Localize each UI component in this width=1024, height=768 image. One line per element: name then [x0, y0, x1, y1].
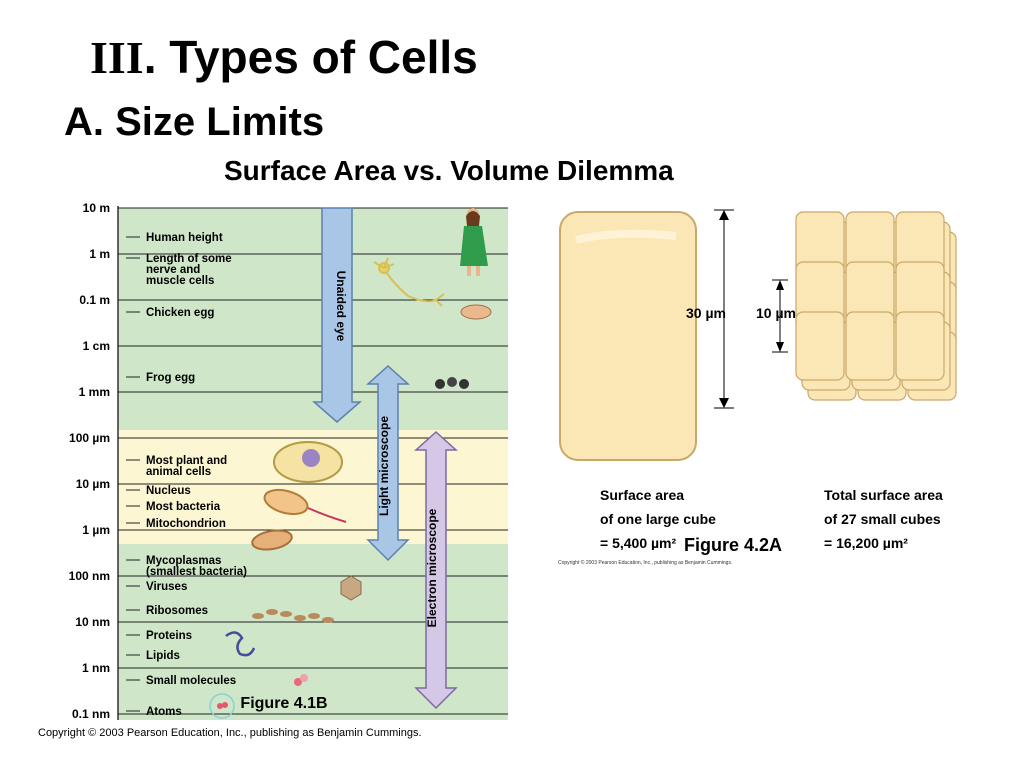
item-label: Atoms	[146, 706, 182, 718]
scale-label: 100 µm	[69, 431, 110, 445]
item-label: Chicken egg	[146, 307, 214, 319]
atom-illustration	[209, 693, 235, 719]
human-illustration	[460, 208, 488, 276]
light-microscope-arrow: Light microscope	[366, 364, 410, 562]
small-cubes-stack	[795, 211, 957, 401]
protein-illustration	[225, 631, 256, 657]
unaided-eye-arrow: Unaided eye	[311, 207, 363, 423]
item-label: muscle cells	[146, 275, 214, 287]
left-caption-line-2: of one large cube	[600, 511, 716, 527]
cube-comparison-figure: 30 µm 10 µm Surface area of one large cu…	[559, 209, 957, 550]
subheading: Surface Area vs. Volume Dilemma	[224, 155, 674, 186]
item-label: Ribosomes	[146, 605, 208, 617]
small-cube-dimension: 10 µm	[756, 305, 796, 321]
scale-label: 10 µm	[76, 477, 110, 491]
item-label: animal cells	[146, 466, 211, 478]
nucleus-illustration	[302, 449, 320, 467]
small-molecule-illustration	[294, 674, 308, 686]
nerve-cell-illustration	[373, 257, 445, 307]
scale-label: 1 m	[89, 247, 110, 261]
mitochondrion-illustration	[251, 529, 293, 551]
item-label: Mitochondrion	[146, 518, 226, 530]
unaided-eye-label: Unaided eye	[334, 271, 348, 342]
right-caption-line-1: Total surface area	[824, 487, 943, 503]
figure-4-1-label: Figure 4.1B	[240, 695, 327, 712]
item-label: Small molecules	[146, 675, 236, 687]
small-cube	[895, 311, 945, 381]
item-label: nerve and	[146, 264, 200, 276]
macro-band	[118, 208, 508, 430]
copyright-notice: Copyright © 2003 Pearson Education, Inc.…	[38, 727, 422, 739]
title-roman-numeral: III	[90, 32, 144, 83]
title-text: . Types of Cells	[143, 31, 478, 83]
scale-labels: 10 m 1 m 0.1 m 1 cm 1 mm 100 µm 10 µm 1 µm 100 n…	[69, 201, 110, 721]
virus-illustration	[340, 575, 362, 601]
section-heading: A. Size Limits	[64, 100, 325, 144]
scale-label: 1 µm	[82, 523, 110, 537]
scale-label: 100 nm	[69, 569, 110, 583]
scale-label: 0.1 nm	[72, 707, 110, 721]
electron-microscope-label: Electron microscope	[425, 508, 439, 627]
item-label: Length of some	[146, 253, 232, 265]
item-label: Frog egg	[146, 372, 195, 384]
right-caption-line-3: = 16,200 µm²	[824, 535, 908, 550]
item-label: Most bacteria	[146, 501, 221, 513]
frog-egg-illustration	[435, 377, 469, 389]
item-label: Human height	[146, 232, 223, 244]
figure-4-2-copyright: Copyright © 2003 Pearson Education, Inc.…	[558, 560, 733, 566]
item-label: Nucleus	[146, 485, 191, 497]
left-caption-line-3: = 5,400 µm²	[600, 535, 677, 550]
scale-label: 10 nm	[75, 615, 110, 629]
bacterium-illustration	[263, 488, 309, 516]
left-caption-line-1: Surface area	[600, 487, 684, 503]
ribosome-illustration	[252, 609, 334, 623]
item-label: Lipids	[146, 650, 180, 662]
right-caption-line-2: of 27 small cubes	[824, 511, 941, 527]
light-microscope-label: Light microscope	[377, 416, 391, 516]
small-cube	[795, 311, 845, 381]
electron-microscope-arrow: Electron microscope	[414, 430, 458, 710]
scale-label: 1 cm	[83, 339, 110, 353]
small-cube	[845, 311, 895, 381]
scale-label: 1 mm	[79, 385, 110, 399]
scale-label: 1 nm	[82, 661, 110, 675]
item-label: Most plant and	[146, 455, 227, 467]
item-label: Viruses	[146, 581, 187, 593]
scale-gridlines	[118, 207, 508, 715]
large-cube-dimension: 30 µm	[686, 305, 726, 321]
slide-title: III. Types of Cells	[90, 30, 478, 84]
scale-label: 10 m	[83, 201, 110, 215]
item-label: (smallest bacteria)	[146, 566, 247, 578]
large-cube	[559, 211, 697, 461]
scale-label: 0.1 m	[79, 293, 110, 307]
item-label: Proteins	[146, 630, 192, 642]
figure-4-2-label: Figure 4.2A	[684, 535, 783, 555]
item-label: Mycoplasmas	[146, 555, 221, 567]
chicken-egg-illustration	[460, 304, 492, 320]
size-scale-figure: 10 m 1 m 0.1 m 1 cm 1 mm 100 µm 10 µm 1 µm 100 n…	[69, 201, 508, 721]
